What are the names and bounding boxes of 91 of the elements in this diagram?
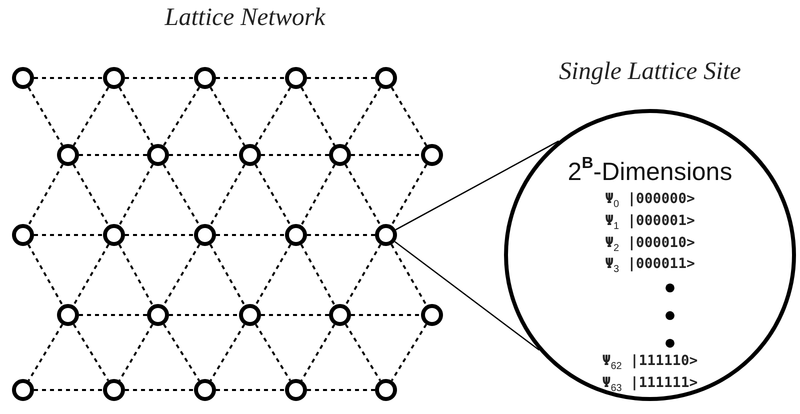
dashed-link — [307, 389, 375, 391]
dashed-link — [216, 234, 285, 236]
lattice-node — [329, 144, 351, 166]
dashed-link — [261, 314, 329, 316]
lattice-node — [239, 304, 261, 326]
lattice-node — [12, 224, 34, 246]
lattice-node — [194, 67, 216, 89]
basis-state: Ψ$_{3}$ |000011> — [605, 256, 695, 278]
dashed-link — [254, 86, 292, 146]
basis-state: Ψ$_{2}$ |000010> — [605, 234, 695, 256]
dashed-link — [344, 164, 382, 226]
lattice-node — [375, 67, 397, 89]
dashed-link — [34, 389, 103, 391]
dashed-link — [210, 86, 246, 146]
dashed-link — [169, 154, 239, 156]
dashed-link — [162, 164, 200, 226]
zoom-line — [394, 241, 540, 351]
lattice-node — [12, 67, 34, 89]
dashed-link — [300, 324, 336, 382]
lattice-node — [103, 379, 125, 401]
dashed-link — [34, 234, 103, 236]
dashed-link — [210, 244, 246, 306]
dashed-link — [34, 77, 103, 79]
dashed-link — [72, 244, 110, 306]
dashed-link — [28, 86, 64, 146]
lattice-node — [147, 144, 169, 166]
dashed-link — [118, 324, 154, 382]
dashed-link — [390, 244, 428, 306]
dashed-link — [254, 164, 292, 226]
dashed-link — [79, 314, 147, 316]
basis-state: Ψ$_{0}$ |000000> — [605, 191, 695, 212]
lattice-node — [285, 224, 307, 246]
dashed-link — [28, 324, 64, 382]
dashed-link — [125, 234, 194, 236]
dashed-link — [169, 314, 239, 316]
dashed-link — [300, 244, 336, 306]
lattice-node — [421, 304, 443, 326]
basis-state: Ψ$_{62}$ |111110> — [602, 353, 698, 374]
lattice-node — [239, 144, 261, 166]
dashed-link — [163, 324, 200, 382]
dashed-link — [210, 164, 246, 226]
dashed-link — [351, 154, 421, 156]
dashed-link — [351, 314, 421, 316]
lattice-node — [12, 379, 34, 401]
dashed-link — [254, 244, 292, 306]
dashed-link — [307, 234, 375, 236]
dashed-link — [72, 324, 110, 382]
lattice-node — [57, 144, 79, 166]
dashed-link — [125, 389, 194, 391]
diagram-title: Lattice Network — [164, 4, 326, 32]
basis-state: Ψ$_{1}$ |000001> — [605, 212, 695, 234]
dashed-link — [210, 324, 246, 382]
dashed-link — [79, 154, 147, 156]
lattice-node — [194, 224, 216, 246]
dashed-link — [125, 77, 194, 79]
dashed-link — [307, 77, 375, 79]
dashed-link — [300, 164, 336, 226]
lattice-node — [103, 67, 125, 89]
dashed-link — [254, 324, 292, 382]
dashed-link — [216, 389, 285, 391]
lattice-node — [421, 144, 443, 166]
site-title: Single Lattice Site — [559, 58, 741, 86]
zoom-line — [395, 140, 560, 230]
dashed-link — [28, 244, 64, 306]
lattice-node — [375, 224, 397, 246]
lattice-node — [147, 304, 169, 326]
lattice-node — [375, 379, 397, 401]
basis-state: Ψ$_{63}$ |111111> — [602, 375, 698, 396]
lattice-node — [57, 304, 79, 326]
dashed-link — [162, 244, 200, 306]
dimension-heading: 2$^{B}$-Dimensions — [568, 155, 732, 187]
lattice-node — [285, 379, 307, 401]
lattice-node — [194, 379, 216, 401]
lattice-node — [285, 67, 307, 89]
dashed-link — [390, 324, 428, 382]
dashed-link — [344, 244, 382, 306]
lattice-node — [329, 304, 351, 326]
dashed-link — [162, 86, 200, 146]
dashed-link — [72, 86, 110, 146]
dashed-link — [216, 77, 285, 79]
lattice-node — [103, 224, 125, 246]
dashed-link — [300, 87, 336, 146]
dashed-link — [118, 87, 154, 146]
dashed-link — [72, 164, 110, 226]
dashed-link — [344, 324, 382, 382]
dashed-link — [118, 164, 154, 226]
dashed-link — [118, 244, 154, 306]
dashed-link — [344, 86, 382, 146]
dashed-link — [261, 154, 329, 156]
dashed-link — [28, 164, 64, 226]
dashed-link — [390, 86, 428, 146]
